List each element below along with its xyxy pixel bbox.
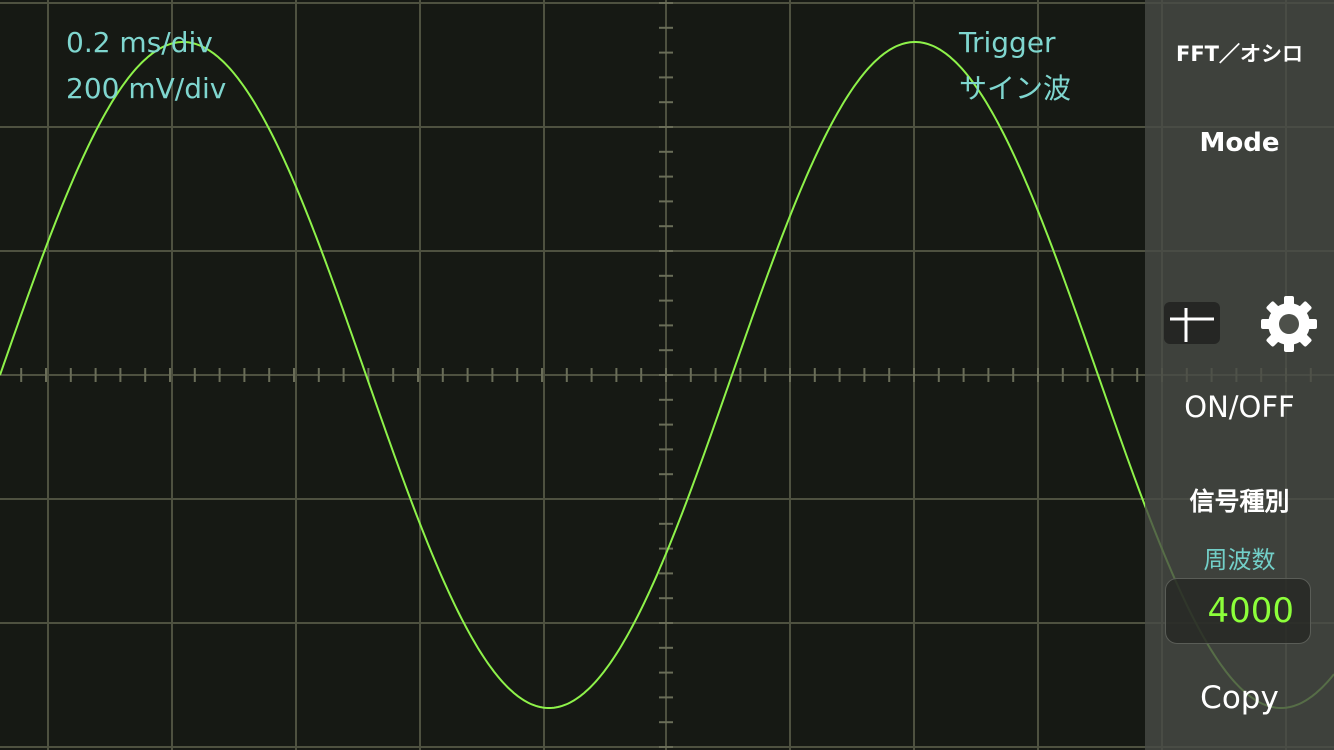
waveform-trace xyxy=(0,41,1334,709)
mode-button[interactable]: Mode xyxy=(1199,128,1280,158)
on-off-button[interactable]: ON/OFF xyxy=(1184,390,1295,424)
gear-icon[interactable] xyxy=(1259,294,1319,354)
copy-button[interactable]: Copy xyxy=(1200,680,1279,716)
fft-oscilloscope-toggle-button[interactable]: FFT／オシロ xyxy=(1175,42,1303,66)
scale-readout: 0.2 ms/div 200 mV/div xyxy=(66,20,226,112)
trigger-label: Trigger xyxy=(959,26,1056,59)
frequency-label: 周波数 xyxy=(1203,546,1276,574)
voltage-scale-readout: 200 mV/div xyxy=(66,72,227,105)
cursor-crosshair-icon[interactable] xyxy=(1164,302,1220,344)
control-panel: FFT／オシロ Mode ON/OFF 信号種別 周波数 4000 Cop xyxy=(1145,0,1334,750)
trigger-readout: Trigger サイン波 xyxy=(959,20,1071,112)
signal-type-button[interactable]: 信号種別 xyxy=(1189,487,1290,516)
frequency-input[interactable]: 4000 xyxy=(1165,578,1311,644)
timebase-readout: 0.2 ms/div xyxy=(66,26,213,59)
trigger-source: サイン波 xyxy=(959,72,1072,105)
